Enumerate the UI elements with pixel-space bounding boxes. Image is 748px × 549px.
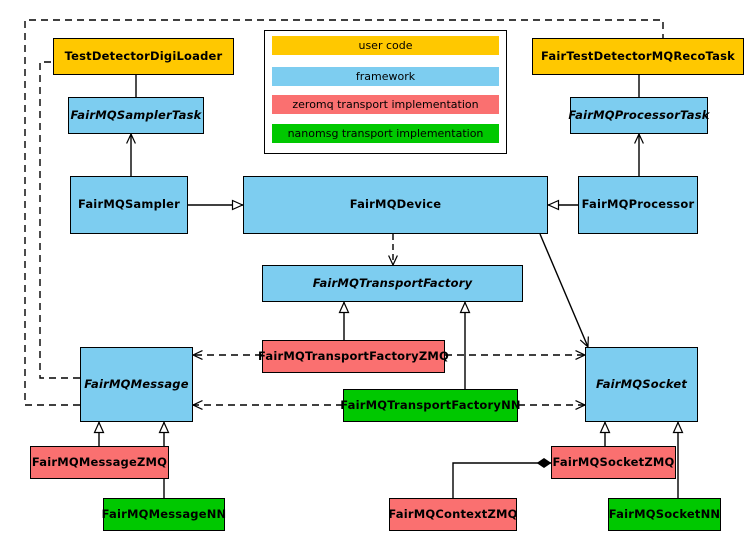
class-label: FairMQTransportFactoryNN [340, 397, 521, 412]
class-label: FairMQSocketNN [608, 506, 721, 521]
legend-item-nanomsg: nanomsg transport implementation [272, 124, 499, 143]
class-node-fairmq-socket[interactable]: FairMQSocket [585, 347, 698, 422]
edge-digiloader-to-message [39, 61, 102, 383]
class-node-fairmq-transport-factory[interactable]: FairMQTransportFactory [262, 265, 523, 302]
class-label: FairMQContextZMQ [388, 506, 518, 521]
class-label: FairMQMessageZMQ [31, 454, 168, 469]
class-node-fairmq-transport-factory-nn[interactable]: FairMQTransportFactoryNN [340, 389, 521, 422]
class-label: TestDetectorDigiLoader [64, 48, 223, 63]
class-node-test-detector-digi-loader[interactable]: TestDetectorDigiLoader [53, 38, 234, 75]
class-label: FairMQProcessor [581, 197, 695, 212]
class-node-fairmq-message-nn[interactable]: FairMQMessageNN [101, 498, 227, 531]
class-node-fairmq-processor-task[interactable]: FairMQProcessorTask [568, 97, 710, 134]
class-node-fairmq-sampler[interactable]: FairMQSampler [70, 176, 188, 234]
class-label: FairMQSocket [595, 376, 688, 391]
class-node-fairmq-device[interactable]: FairMQDevice [243, 176, 548, 234]
edge-recotask-to-message [24, 19, 664, 410]
class-node-fairmq-processor[interactable]: FairMQProcessor [578, 176, 698, 234]
legend-item-user-code: user code [272, 36, 499, 55]
legend-item-zeromq: zeromq transport implementation [272, 95, 499, 114]
legend-item-framework: framework [272, 67, 499, 86]
edge-contextzmq-socketzmq [452, 457, 552, 498]
class-label: FairTestDetectorMQRecoTask [541, 48, 735, 63]
legend-label-nanomsg: nanomsg transport implementation [287, 127, 484, 140]
class-node-fairmq-message[interactable]: FairMQMessage [80, 347, 193, 422]
class-node-fairmq-transport-factory-zmq[interactable]: FairMQTransportFactoryZMQ [258, 340, 449, 373]
class-label: FairMQTransportFactoryZMQ [258, 348, 450, 363]
class-label: FairMQSamplerTask [70, 107, 202, 122]
class-label: FairMQMessageNN [101, 506, 227, 521]
class-label: FairMQSocketZMQ [552, 454, 675, 469]
class-label: FairMQProcessorTask [568, 107, 710, 122]
class-node-fairmq-message-zmq[interactable]: FairMQMessageZMQ [30, 446, 169, 479]
class-label: FairMQTransportFactory [312, 275, 473, 290]
class-node-fairmq-socket-zmq[interactable]: FairMQSocketZMQ [551, 446, 676, 479]
class-node-fairmq-sampler-task[interactable]: FairMQSamplerTask [68, 97, 204, 134]
legend-label-framework: framework [355, 70, 416, 83]
class-node-fairmq-context-zmq[interactable]: FairMQContextZMQ [388, 498, 518, 531]
class-node-fairmq-socket-nn[interactable]: FairMQSocketNN [608, 498, 721, 531]
class-label: FairMQDevice [349, 197, 442, 212]
class-label: FairMQMessage [84, 376, 189, 391]
legend-label-zeromq: zeromq transport implementation [292, 98, 479, 111]
class-node-fair-test-detector-mq-reco-task[interactable]: FairTestDetectorMQRecoTask [532, 38, 744, 75]
edge-device-socket [539, 233, 589, 349]
class-label: FairMQSampler [77, 197, 181, 212]
legend-label-user-code: user code [358, 39, 413, 52]
